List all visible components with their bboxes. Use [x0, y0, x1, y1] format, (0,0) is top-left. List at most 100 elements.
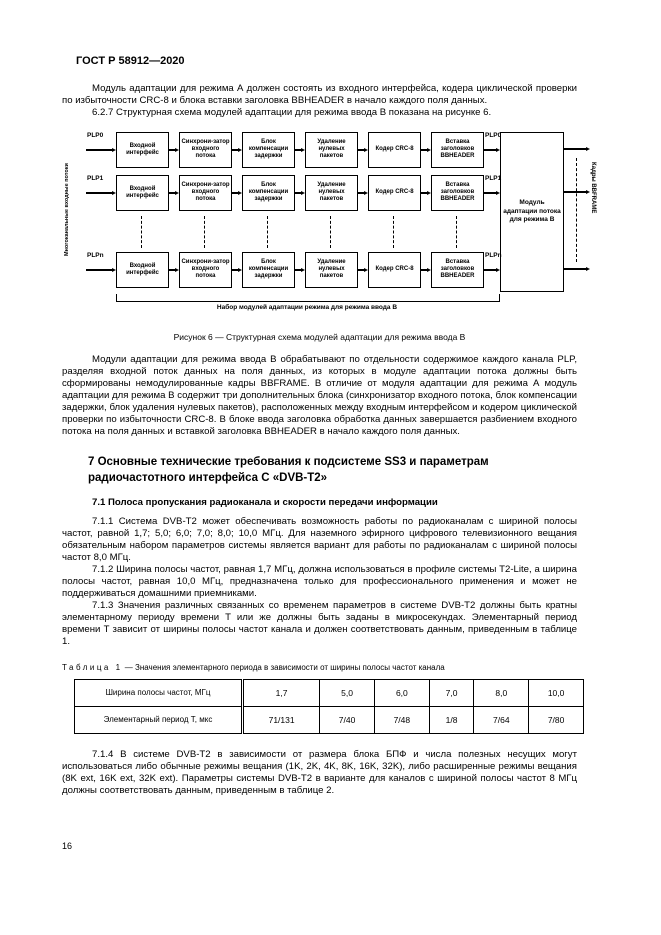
arrow-right-icon	[169, 190, 179, 195]
block-delay-compensation: Блок компенсации задержки	[242, 251, 295, 288]
diagram-row-plp0: PLP0 Входной интерфейс Синхрони-затор вх…	[86, 131, 502, 168]
table-cell: 5,0	[319, 678, 375, 707]
block-stream-adaptation-module: Модуль адаптации потока для режима В	[500, 131, 564, 292]
plp-output-label: PLPn	[485, 251, 502, 259]
figure-6-diagram: Многоканальные входные потоки PLP0 Входн…	[62, 128, 622, 320]
page-content: ГОСТ Р 58912—2020 Модуль адаптации для р…	[62, 55, 596, 797]
paragraph: 7.1.2 Ширина полосы частот, равная 1,7 М…	[62, 563, 577, 599]
bracket-label: Набор модулей адаптации режима для режим…	[216, 303, 398, 311]
table-cell: 10,0	[528, 678, 584, 707]
arrow-right-icon	[564, 146, 590, 151]
block-input-sync: Синхрони-затор входного потока	[179, 251, 232, 288]
table-1: Ширина полосы частот, МГц 1,7 5,0 6,0 7,…	[74, 678, 584, 734]
block-crc8-coder: Кодер CRC-8	[368, 131, 421, 168]
arrow-right-icon	[295, 147, 305, 152]
block-input-sync: Синхрони-затор входного потока	[179, 174, 232, 211]
table-row: Элементарный период Т, мкс 71/131 7/40 7…	[74, 705, 584, 734]
section-7-1-heading: 7.1 Полоса пропускания радиоканала и ско…	[92, 497, 438, 509]
paragraph: 7.1.1 Система DVB-T2 может обеспечивать …	[62, 516, 577, 563]
arrow-right-icon	[295, 267, 305, 272]
block-bbheader-insertion: Вставка заголовков BBHEADER	[431, 131, 484, 168]
output-arrow: PLP0	[484, 131, 502, 168]
block-crc8-coder: Кодер CRC-8	[368, 251, 421, 288]
table-1-caption: Таблица 1 — Значения элементарного перио…	[62, 663, 577, 672]
arrow-right-icon	[232, 267, 242, 272]
plp-output-label: PLP0	[485, 131, 502, 139]
arrow-right-icon	[86, 267, 116, 272]
table-caption-text: — Значения элементарного периода в завис…	[124, 662, 445, 672]
output-arrow: PLP1	[484, 175, 501, 211]
dashed-line	[456, 215, 457, 248]
arrow-right-icon	[358, 147, 368, 152]
output-arrow: PLPn	[484, 251, 502, 288]
arrow-right-icon	[484, 147, 500, 152]
arrow-right-icon	[564, 266, 590, 271]
arrow-right-icon	[169, 147, 179, 152]
section-7-heading: 7 Основные технические требования к подс…	[88, 455, 489, 484]
paragraph: 7.1.3 Значения различных связанных со вр…	[62, 599, 577, 647]
arrow-right-icon	[421, 267, 431, 272]
plp-input-label: PLP0	[87, 131, 104, 139]
diagram-row-plpn: PLPn Входной интерфейс Синхрони-затор вх…	[86, 251, 502, 288]
arrow-right-icon	[169, 267, 179, 272]
block-input-interface: Входной интерфейс	[116, 131, 169, 168]
paragraph: 7.1.4 В системе DVB-T2 в зависимости от …	[62, 748, 577, 796]
dashed-line	[330, 215, 331, 248]
arrow-right-icon	[564, 189, 590, 194]
arrow-right-icon	[295, 190, 305, 195]
figure-caption: Рисунок 6 — Структурная схема модулей ад…	[173, 331, 466, 342]
table-cell: 8,0	[473, 678, 530, 707]
table-cell: 6,0	[373, 678, 430, 707]
dashed-line	[204, 215, 205, 248]
dashed-line	[576, 157, 577, 262]
input-arrow: PLP0	[86, 132, 116, 168]
dashed-line	[267, 215, 268, 248]
block-null-packet-deletion: Удаление нулевых пакетов	[305, 131, 358, 168]
block-delay-compensation: Блок компенсации задержки	[242, 131, 295, 168]
block-input-interface: Входной интерфейс	[116, 174, 169, 211]
arrow-right-icon	[484, 267, 500, 272]
figure-left-axis-label: Многоканальные входные потоки	[64, 163, 70, 257]
arrow-right-icon	[86, 190, 116, 195]
arrow-right-icon	[232, 147, 242, 152]
block-input-sync: Синхрони-затор входного потока	[179, 131, 232, 168]
arrow-right-icon	[421, 190, 431, 195]
plp-input-label: PLPn	[87, 251, 104, 259]
page-number: 16	[62, 841, 73, 851]
arrow-right-icon	[86, 147, 116, 152]
input-arrow: PLPn	[86, 252, 116, 288]
block-delay-compensation: Блок компенсации задержки	[242, 174, 295, 211]
dashed-line	[141, 215, 142, 248]
arrow-right-icon	[358, 190, 368, 195]
brace-bracket	[116, 293, 500, 302]
block-null-packet-deletion: Удаление нулевых пакетов	[305, 251, 358, 288]
arrow-right-icon	[484, 190, 500, 195]
table-cell: 7,0	[428, 678, 475, 707]
figure-right-axis-label: Кадры BBFRAME	[590, 161, 596, 214]
table-cell: 7/40	[319, 705, 375, 734]
diagram-row-plp1: PLP1 Входной интерфейс Синхрони-затор вх…	[86, 174, 501, 211]
block-bbheader-insertion: Вставка заголовков BBHEADER	[431, 174, 484, 211]
running-header: ГОСТ Р 58912—2020	[76, 55, 185, 67]
paragraph: Модули адаптации для режима ввода В обра…	[62, 353, 577, 437]
table-caption-label: Таблица 1	[62, 662, 123, 672]
table-cell: 1,7	[241, 678, 321, 707]
block-input-interface: Входной интерфейс	[116, 251, 169, 288]
table-cell: 1/8	[428, 705, 475, 734]
table-cell: 7/64	[473, 705, 530, 734]
dashed-line	[393, 215, 394, 248]
table-cell: 71/131	[241, 705, 321, 734]
block-bbheader-insertion: Вставка заголовков BBHEADER	[431, 251, 484, 288]
continuation-dashes	[116, 215, 494, 248]
row-label: Ширина полосы частот, МГц	[74, 678, 244, 707]
paragraph: 6.2.7 Структурная схема модулей адаптаци…	[92, 106, 492, 118]
plp-input-label: PLP1	[87, 174, 104, 182]
input-arrow: PLP1	[86, 175, 116, 211]
paragraph: Модуль адаптации для режима А должен сос…	[62, 83, 577, 106]
block-crc8-coder: Кодер CRC-8	[368, 174, 421, 211]
table-cell: 7/48	[373, 705, 430, 734]
arrow-right-icon	[421, 147, 431, 152]
arrow-right-icon	[358, 267, 368, 272]
table-cell: 7/80	[528, 705, 584, 734]
